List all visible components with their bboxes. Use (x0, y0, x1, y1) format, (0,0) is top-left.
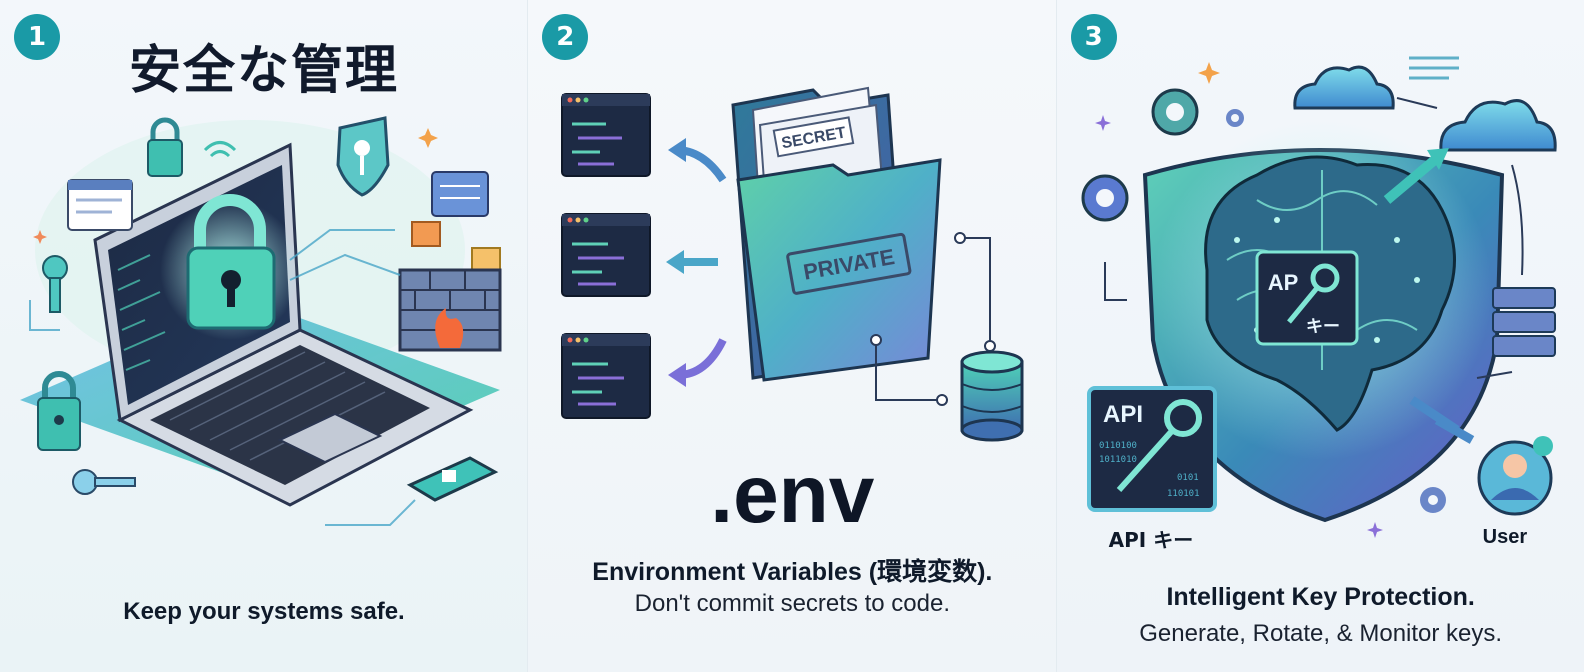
lock-icon (186, 194, 276, 330)
panel-caption-title: Environment Variables (環境変数). (592, 558, 993, 586)
panel-environment-variables: SECRET PRIVATE (527, 0, 1057, 672)
panel-caption-title: Intelligent Key Protection. (1166, 583, 1475, 611)
shield-key-icon (336, 116, 390, 197)
ai-key-protection-illustration: AP キー API 0110100 1011010 0101 110101 (1081, 56, 1557, 538)
gear-icon (1225, 109, 1244, 127)
step-badge: 3 (1070, 14, 1117, 60)
browser-window-icon (67, 179, 133, 231)
step-badge: 1 (14, 14, 60, 60)
svg-text:0101: 0101 (1177, 473, 1199, 483)
svg-text:AP: AP (1267, 270, 1298, 295)
fire-icon (435, 308, 464, 348)
code-window-icon (561, 93, 652, 177)
padlock-icon (37, 371, 81, 451)
gear-icon (1081, 174, 1129, 222)
svg-text:1011010: 1011010 (1099, 455, 1137, 465)
trackpad (277, 412, 383, 464)
panel-caption: Keep your systems safe. (123, 598, 405, 625)
panel-secure-management: 1 安全な管理 Keep your systems safe. (0, 0, 528, 672)
user-label: User (1482, 526, 1528, 548)
arrow-icon (666, 250, 719, 274)
list-icon (1408, 56, 1459, 80)
network-diagram-icon (411, 171, 501, 271)
arrow-icon (1383, 154, 1440, 204)
user-avatar (1477, 436, 1553, 516)
arrow-icon (1409, 396, 1474, 444)
svg-text:キー: キー (1306, 317, 1340, 337)
panel-key-protection: AP キー API 0110100 1011010 0101 110101 (1056, 0, 1584, 672)
laptop-security-illustration (20, 116, 502, 526)
svg-text:0110100: 0110100 (1099, 441, 1137, 451)
code-window-icon (561, 333, 652, 419)
cloud-icon (1439, 99, 1557, 152)
env-file-label: .env (710, 449, 875, 540)
wifi-icon (203, 141, 237, 158)
panel-caption-subtitle: Don't commit secrets to code. (634, 590, 951, 617)
key-icon (72, 469, 136, 495)
key-icon (1286, 263, 1340, 324)
key-icon (1116, 399, 1202, 493)
code-window-icon (561, 213, 652, 297)
svg-text:110101: 110101 (1167, 489, 1200, 499)
server-icon (1491, 287, 1556, 357)
gear-icon (1419, 487, 1446, 513)
env-folder-illustration: SECRET PRIVATE (561, 86, 1024, 442)
arrow-icon (668, 138, 727, 183)
api-key-chip: AP キー (1255, 250, 1359, 346)
panel-title: 安全な管理 (128, 41, 399, 101)
firewall-icon (398, 268, 502, 352)
cloud-icon (1293, 65, 1395, 110)
step-badge: 2 (542, 14, 589, 60)
gear-icon (1151, 88, 1199, 136)
api-key-card: API 0110100 1011010 0101 110101 (1086, 386, 1217, 512)
database-icon (960, 350, 1024, 442)
phone-lock-icon (406, 456, 499, 502)
arrow-icon (668, 338, 727, 387)
folder-icon: SECRET PRIVATE (731, 86, 942, 382)
api-key-label: API キー (1108, 528, 1194, 552)
svg-text:API: API (1103, 401, 1143, 428)
check-icon (1532, 436, 1553, 456)
key-icon (42, 255, 68, 313)
padlock-icon (147, 117, 183, 177)
panel-caption-subtitle: Generate, Rotate, & Monitor keys. (1139, 620, 1503, 647)
